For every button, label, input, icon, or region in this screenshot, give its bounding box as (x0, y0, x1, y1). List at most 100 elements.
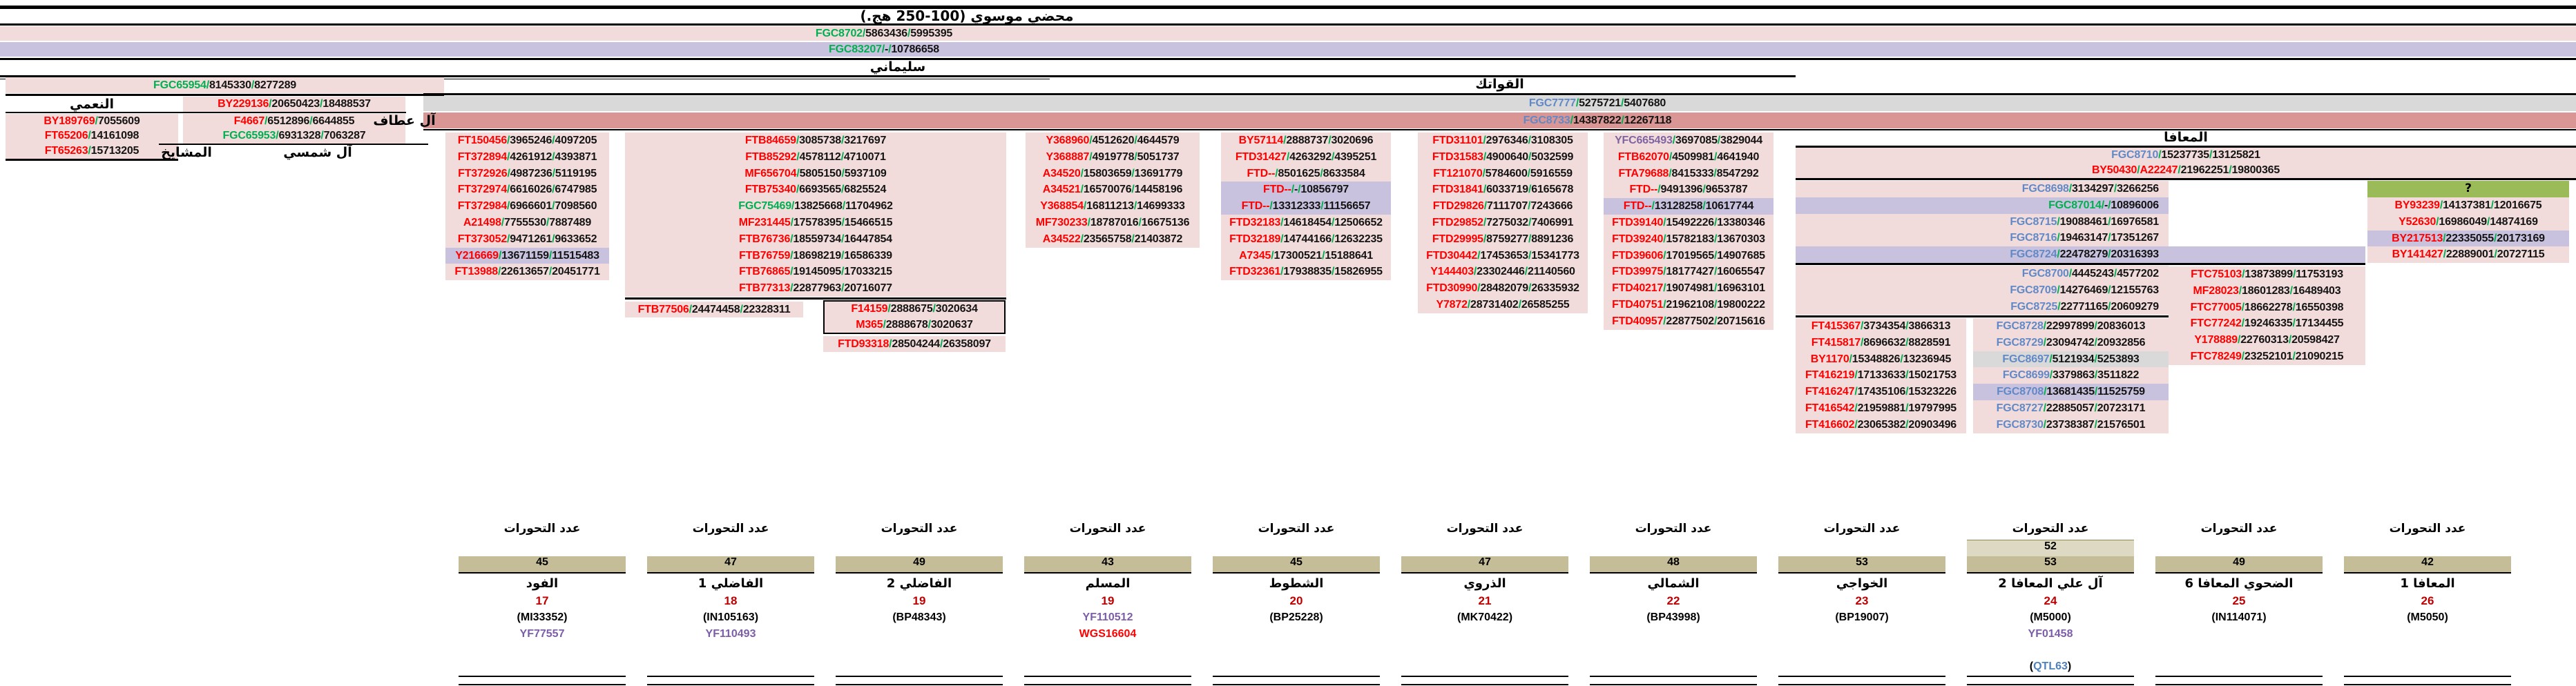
snp-separator: / (1138, 216, 1142, 228)
snp-row: MF231445/17578395/15466515 (625, 214, 1006, 231)
snp-value: 15492226 (1666, 216, 1714, 228)
kit-number: (BP48343) (892, 611, 946, 623)
snp-row-ftd93318: FTD93318/28504244/26358097 (823, 336, 1006, 352)
snp-separator: / (2241, 350, 2245, 362)
snp-name: F4667 (233, 115, 265, 127)
snp-name: FTD-- (1263, 184, 1291, 196)
snp-name: FGC87014 (2048, 199, 2102, 211)
clade-title-naami: النعمي (69, 96, 115, 112)
snp-value: 22877963 (793, 282, 841, 295)
snp-row: FTD40957/22877502/20715616 (1604, 313, 1774, 330)
snp-separator: / (552, 200, 555, 213)
snp-value: 23738387 (2046, 418, 2095, 431)
snp-value: 4641940 (1717, 150, 1760, 163)
snp-row: FTD29995/8759277/8891236 (1418, 231, 1588, 248)
divider-line (459, 676, 626, 677)
snp-value: 6512896 (267, 115, 310, 127)
kit-number: (M5000) (2030, 611, 2071, 623)
snp-name: FTD40957 (1612, 315, 1664, 327)
snp-separator: / (2241, 301, 2245, 313)
snp-value: 19246335 (2244, 317, 2293, 330)
snp-separator: / (740, 303, 743, 315)
snp-name: BY229136 (218, 97, 269, 110)
snp-row-by229136: BY229136/20650423/18488537 (183, 96, 405, 112)
divider-line (0, 23, 2576, 26)
snp-separator: / (1854, 402, 1858, 414)
snp-name: A34520 (1042, 167, 1081, 179)
mutations-count-secondary: 52 (1967, 540, 2134, 556)
snp-separator: / (1134, 135, 1137, 146)
snp-row-ftb77506: FTB77506/24474458/22328311 (625, 301, 803, 317)
snp-value: 2976346 (1486, 135, 1528, 146)
snp-separator: / (1291, 184, 1295, 196)
snp-row-fgc7777: FGC7777/5275721/5407680 (769, 96, 2426, 112)
snp-separator: / (2494, 248, 2497, 261)
snp-row: FTD--/13128258/10617744 (1604, 198, 1774, 215)
snp-separator: / (1528, 184, 1532, 196)
snp-value: 16550398 (2295, 301, 2344, 313)
snp-value: 7055609 (97, 115, 140, 127)
snp-name: FGC8715 (2010, 215, 2057, 228)
snp-value: 13873899 (2245, 268, 2293, 280)
snp-name: FTD32189 (1229, 233, 1281, 245)
snp-name: FTD39606 (1612, 249, 1664, 262)
snp-separator: / (2108, 232, 2111, 244)
snp-value: 26335932 (1531, 282, 1579, 295)
snp-value: 23565758 (1083, 233, 1132, 245)
snp-value: 3085738 (799, 135, 841, 146)
snp-separator: / (552, 233, 555, 245)
snp-separator: / (507, 167, 510, 179)
snp-value: 14276469 (2059, 284, 2108, 296)
lineage-name: الشطوط (1269, 576, 1324, 591)
snp-name: BY189769 (44, 115, 95, 127)
snp-row: FTD39140/15492226/13380346 (1604, 214, 1774, 231)
snp-row-fgc83207-band: FGC83207/-/10786658 (0, 42, 2576, 57)
snp-value: 4578112 (799, 150, 841, 163)
snp-separator: / (1663, 315, 1666, 327)
divider-line (2155, 676, 2323, 677)
snp-separator: / (841, 266, 845, 278)
snp-separator: / (841, 184, 845, 196)
snp-separator: / (1332, 266, 1335, 278)
snp-row: Y216669/13671159/11515483 (445, 247, 609, 264)
snp-value: 19074981 (1666, 282, 1714, 295)
snp-value: 18601283 (2242, 284, 2290, 297)
snp-separator: / (1713, 167, 1717, 179)
snp-value: - (884, 43, 889, 55)
snp-separator: / (1717, 135, 1721, 146)
divider-line (0, 58, 2576, 60)
snp-value: 22771165 (2060, 300, 2108, 313)
snp-value: - (2104, 199, 2108, 211)
snp-separator: / (2209, 149, 2213, 161)
snp-row: A21498/7755530/7887489 (445, 214, 609, 231)
snp-name: M365 (856, 318, 883, 331)
snp-row-fgc83207: FGC83207/-/10786658 (0, 42, 1768, 57)
page-title: محضي موسوي (100-250 هج.) (860, 8, 1074, 24)
snp-value: 4261912 (510, 150, 552, 163)
snp-name: FTB85292 (745, 150, 797, 163)
snp-row: FGC8700/4445243/4577202 (1796, 266, 2169, 282)
lineage-order-number: 19 (1101, 594, 1115, 607)
snp-row: FTB75340/6693565/6825524 (625, 182, 1006, 199)
snp-value: 9633652 (555, 233, 597, 245)
lineage-order-number: 21 (1478, 594, 1492, 607)
snp-separator: / (1134, 150, 1137, 163)
snp-name: FTD31583 (1432, 150, 1483, 163)
clade-title-qawatik: القواتك (1475, 77, 1524, 92)
snp-name: FTD31841 (1432, 184, 1483, 196)
snp-value: 5253893 (2097, 353, 2140, 365)
snp-separator: / (1528, 216, 1532, 228)
snp-separator: / (1280, 233, 1284, 245)
snp-value: 23252101 (2244, 350, 2293, 362)
snp-row: FT415817/8696632/8828591 (1796, 334, 1966, 351)
snp-value: 13312333 (1272, 200, 1321, 213)
snp-value: 12155763 (2111, 284, 2159, 296)
snp-value: 23302446 (1477, 266, 1525, 278)
snp-row-fgc8733-band: FGC8733/14387822/12267118 (423, 112, 2576, 128)
snp-value: 15188641 (1325, 249, 1373, 262)
snp-value: 6966601 (510, 200, 552, 213)
lavender-extension-band (2169, 246, 2365, 263)
